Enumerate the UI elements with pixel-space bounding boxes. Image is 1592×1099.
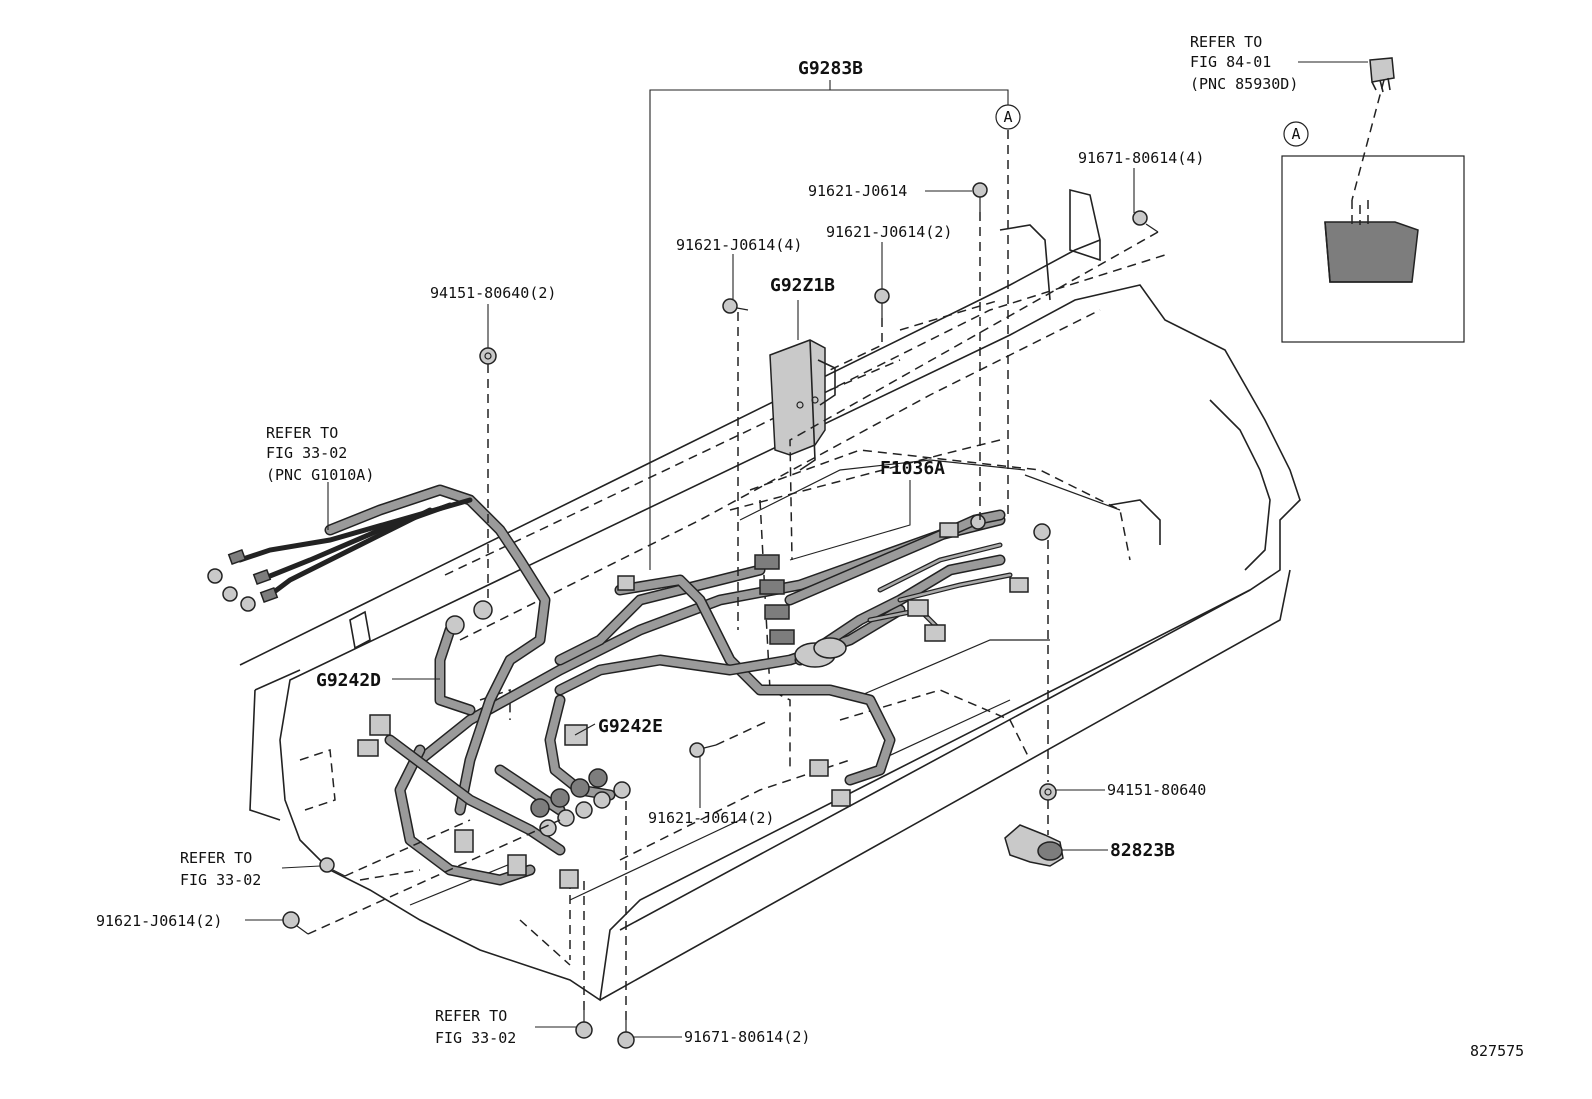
callout-82823b: 82823B xyxy=(1110,840,1175,861)
bolt-icon xyxy=(874,288,890,318)
marker-a-label: A xyxy=(1291,125,1300,143)
bolt-icon xyxy=(319,857,346,877)
g92z1b-bracket xyxy=(769,339,836,471)
callout-91621-j0614-2-top: 91621-J0614(2) xyxy=(826,223,952,241)
bolt-icon xyxy=(1132,210,1159,233)
junction-clamps xyxy=(754,554,847,668)
harness-g9242d xyxy=(324,484,566,886)
callout-91621-j0614-4: 91621-J0614(4) xyxy=(676,236,802,254)
callout-94151-80640: 94151-80640 xyxy=(1107,781,1206,799)
vehicle-body-outline xyxy=(239,188,1301,1002)
bolt-icon xyxy=(972,182,988,212)
grommets xyxy=(445,514,1051,635)
ref-fig33-left-line1: REFER TO xyxy=(180,849,252,867)
ref-fig33-pnc-line3: (PNC G1010A) xyxy=(266,466,374,484)
ref-fig33-pnc-line1: REFER TO xyxy=(266,424,338,442)
callout-g9242d: G9242D xyxy=(316,670,381,691)
bolt-icon xyxy=(617,1020,635,1049)
ring-terminal-icon xyxy=(240,596,256,612)
marker-a-label: A xyxy=(1003,108,1012,126)
ref-fig84-line2: FIG 84-01 xyxy=(1190,53,1271,71)
clamp-82823b-icon xyxy=(1004,824,1064,867)
callout-91621-j0614-2-mid: 91621-J0614(2) xyxy=(648,809,774,827)
ring-terminal-icon xyxy=(222,586,238,602)
ref-fig33-bottom-line1: REFER TO xyxy=(435,1007,507,1025)
callout-94151-80640-2: 94151-80640(2) xyxy=(430,284,556,302)
ref-fig33-bottom-line2: FIG 33-02 xyxy=(435,1029,516,1047)
callout-g92z1b: G92Z1B xyxy=(770,275,835,296)
callout-91621-j0614: 91621-J0614 xyxy=(808,182,907,200)
detail-a-box xyxy=(1281,79,1465,343)
callout-91621-j0614-2-left: 91621-J0614(2) xyxy=(96,912,222,930)
ring-terminal-cable xyxy=(207,497,473,612)
marker-a-main: A xyxy=(995,104,1021,130)
harness-g9242e xyxy=(494,694,616,816)
callout-g9283b: G9283B xyxy=(798,58,863,79)
callout-91671-80614-4: 91671-80614(4) xyxy=(1078,149,1204,167)
ring-terminal-icon xyxy=(207,568,223,584)
figure-number: 827575 xyxy=(1470,1042,1524,1060)
labels: G9283B G92Z1B F1036A G9242D G9242E 82823… xyxy=(96,33,1524,1060)
callout-f1036a: F1036A xyxy=(880,458,945,479)
leader-lines xyxy=(245,61,1368,1038)
nut-icon xyxy=(479,347,497,365)
nut-icon xyxy=(1039,783,1057,801)
ref-fig33-left-line2: FIG 33-02 xyxy=(180,871,261,889)
bolt-icon xyxy=(722,298,749,314)
harness-g9283b-main xyxy=(414,514,1006,786)
ref-fig33-pnc-line2: FIG 33-02 xyxy=(266,444,347,462)
callout-g9242e: G9242E xyxy=(598,716,663,737)
bolt-icon xyxy=(282,911,309,935)
callout-91671-80614-2: 91671-80614(2) xyxy=(684,1028,810,1046)
ref-fig84-line3: (PNC 85930D) xyxy=(1190,75,1298,93)
fastener-icons xyxy=(282,182,1159,1049)
ref-fig84-line1: REFER TO xyxy=(1190,33,1262,51)
ring-terminal-cluster xyxy=(530,768,631,837)
bolt-icon xyxy=(689,742,717,758)
marker-a-detail: A xyxy=(1283,121,1309,147)
bolt-icon xyxy=(575,1010,593,1039)
relay-icon xyxy=(1369,57,1395,93)
connectors xyxy=(357,522,1029,889)
